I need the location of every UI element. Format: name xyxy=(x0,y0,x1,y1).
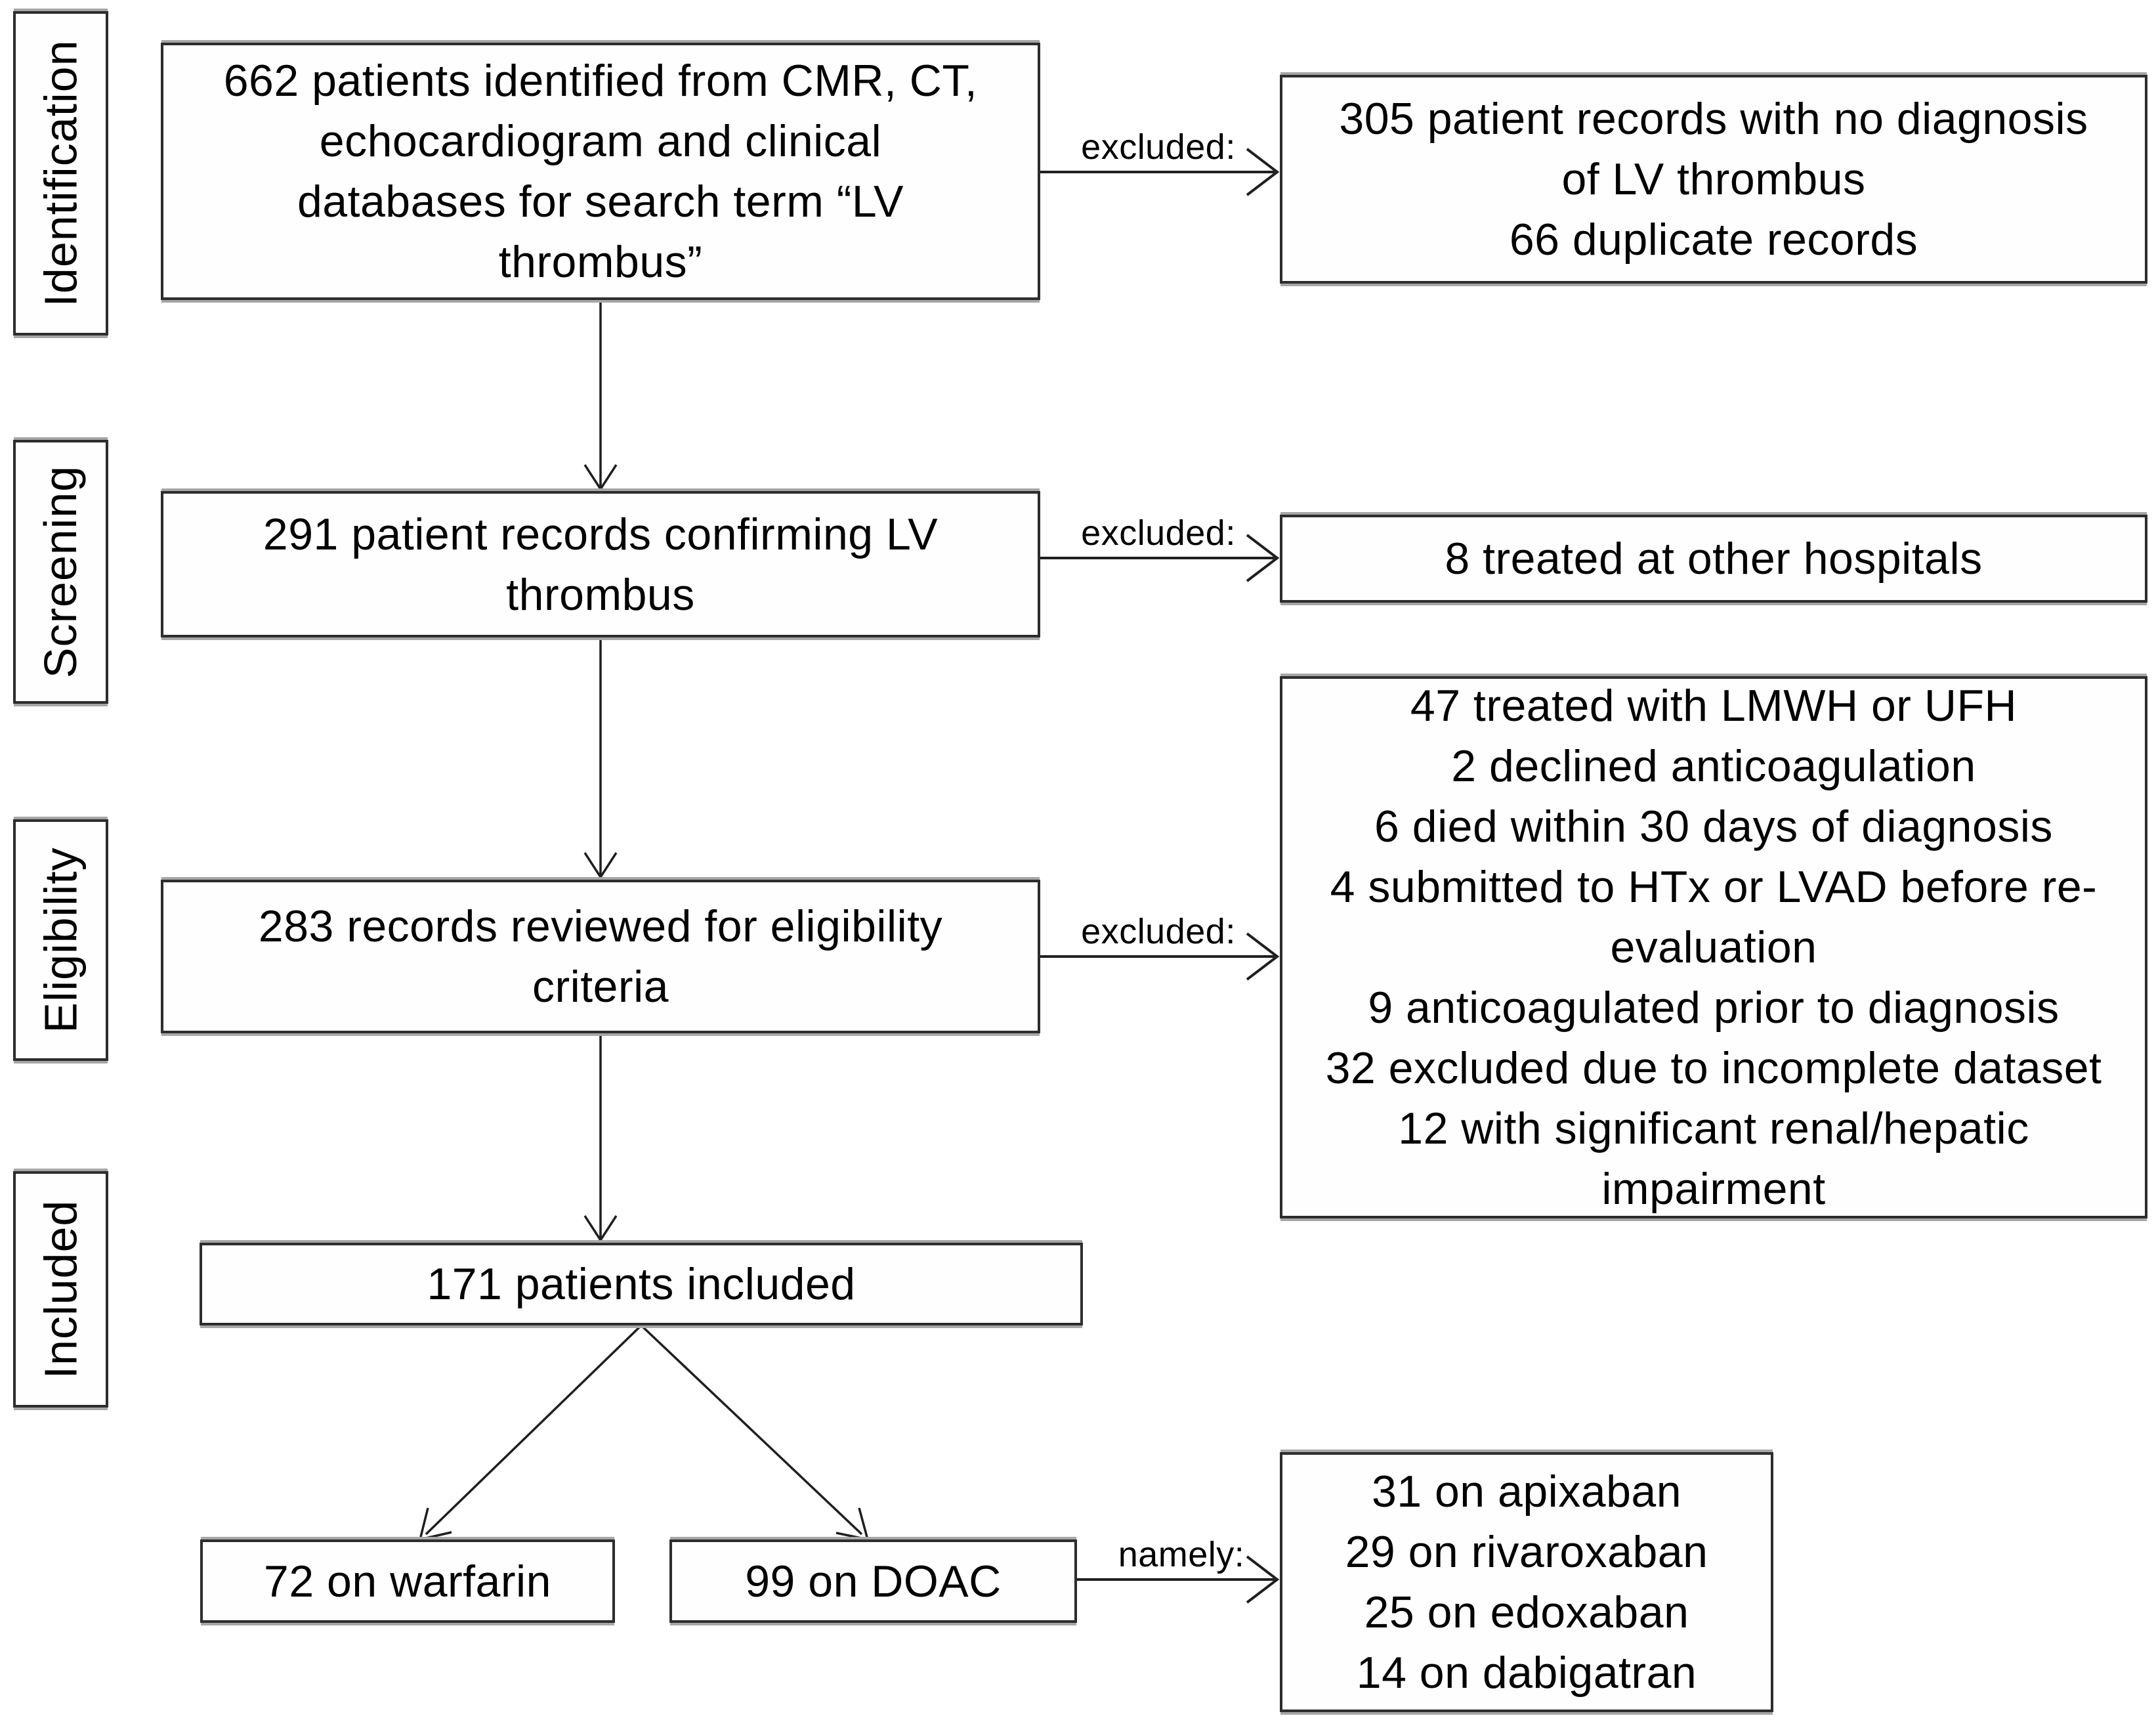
arrow-identified-to-confirmed-head xyxy=(583,464,618,492)
text-line: 305 patient records with no diagnosis xyxy=(1339,94,2088,144)
stage-label-included: Included xyxy=(35,1199,87,1379)
text-line: 2 declined anticoagulation xyxy=(1451,741,1976,791)
text-line: impairment xyxy=(1601,1164,1826,1214)
text-line: 32 excluded due to incomplete dataset xyxy=(1325,1043,2102,1093)
text-line: evaluation xyxy=(1610,922,1817,972)
text-line: 4 submitted to HTx or LVAD before re- xyxy=(1330,862,2098,912)
arrow-confirmed-to-reviewed-head xyxy=(583,852,618,880)
box-excluded-no-diagnosis: 305 patient records with no diagnosis of … xyxy=(1280,75,2147,284)
arrow-label-namely: namely: xyxy=(1118,1535,1245,1574)
stage-label-identification: Identification xyxy=(35,39,87,307)
stage-box-included: Included xyxy=(13,1171,108,1408)
text-line: 9 anticoagulated prior to diagnosis xyxy=(1368,983,2060,1033)
text-line: 25 on edoxaban xyxy=(1364,1587,1689,1637)
arrow-label-excluded-2: excluded: xyxy=(1081,513,1236,553)
stage-box-eligibility: Eligibility xyxy=(13,819,108,1061)
text-line: 47 treated with LMWH or UFH xyxy=(1410,681,2018,731)
text-line: 662 patients identified from CMR, CT, xyxy=(223,56,978,106)
text-line: 66 duplicate records xyxy=(1509,215,1918,265)
box-doac-breakdown: 31 on apixaban 29 on rivaroxaban 25 on edo… xyxy=(1280,1452,1773,1712)
text-line: echocardiogram and clinical xyxy=(319,116,882,166)
box-included: 171 patients included xyxy=(200,1243,1083,1325)
text-line: 283 records reviewed for eligibility xyxy=(258,901,943,951)
text-line: 291 patient records confirming LV xyxy=(263,509,939,559)
box-excluded-other-hospitals: 8 treated at other hospitals xyxy=(1280,515,2147,603)
text-line: 72 on warfarin xyxy=(264,1556,551,1606)
box-warfarin: 72 on warfarin xyxy=(200,1539,615,1623)
arrow-label-excluded-1: excluded: xyxy=(1081,127,1236,167)
text-line: 171 patients included xyxy=(427,1259,856,1309)
text-line: criteria xyxy=(532,962,669,1012)
box-doac: 99 on DOAC xyxy=(669,1539,1077,1623)
stage-label-eligibility: Eligibility xyxy=(35,847,87,1033)
text-line: 31 on apixaban xyxy=(1371,1467,1682,1516)
box-excluded-eligibility-reasons: 47 treated with LMWH or UFH 2 declined an… xyxy=(1280,676,2147,1218)
arrow-included-to-warfarin-shaft xyxy=(425,1324,643,1536)
text-line: 6 died within 30 days of diagnosis xyxy=(1374,802,2053,851)
text-line: thrombus xyxy=(506,569,695,620)
arrow-included-to-doac-shaft xyxy=(640,1324,863,1536)
box-confirmed: 291 patient records confirming LV thrombu… xyxy=(161,491,1040,637)
text-line: 12 with significant renal/hepatic xyxy=(1398,1104,2029,1153)
arrow-confirmed-excluded-head xyxy=(1246,534,1280,582)
arrow-label-excluded-3: excluded: xyxy=(1081,912,1236,951)
stage-box-screening: Screening xyxy=(13,440,108,704)
stage-label-screening: Screening xyxy=(35,465,87,679)
text-line: of LV thrombus xyxy=(1561,154,1866,204)
arrow-doac-namely-head xyxy=(1246,1555,1280,1604)
text-line: 14 on dabigatran xyxy=(1356,1648,1697,1698)
stage-box-identification: Identification xyxy=(13,11,108,335)
text-line: thrombus” xyxy=(498,237,703,287)
text-line: 29 on rivaroxaban xyxy=(1345,1527,1708,1577)
box-identified: 662 patients identified from CMR, CT, ech… xyxy=(161,43,1040,300)
arrow-reviewed-excluded-head xyxy=(1246,932,1280,981)
text-line: databases for search term “LV xyxy=(297,177,904,226)
text-line: 8 treated at other hospitals xyxy=(1445,534,1983,584)
box-reviewed: 283 records reviewed for eligibility crit… xyxy=(161,880,1040,1033)
text-line: 99 on DOAC xyxy=(745,1556,1002,1606)
arrow-identified-excluded-head xyxy=(1246,148,1280,196)
arrow-reviewed-to-included-head xyxy=(583,1215,618,1243)
